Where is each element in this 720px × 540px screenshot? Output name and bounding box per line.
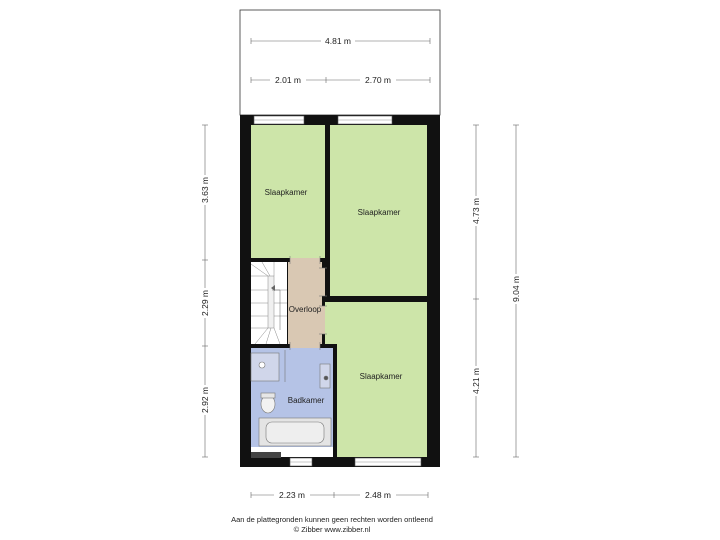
door-marks (289, 256, 327, 350)
dim-top-total: 4.81 m (325, 36, 351, 46)
stair-arrow-icon (271, 285, 275, 291)
wall-b2-b3 (322, 296, 427, 302)
wall-bath-b3 (333, 344, 337, 457)
dim-left-middle: 2.29 m (200, 290, 210, 316)
window-lines (254, 119, 421, 463)
dim-top-right: 2.70 m (365, 75, 391, 85)
bathroom-floor-strip (251, 447, 335, 457)
bathroom-fixtures (250, 350, 332, 447)
shaft (251, 452, 281, 458)
bedroom-1-fill (251, 125, 325, 258)
dim-left-lower: 2.92 m (200, 387, 210, 413)
wall-b1-b2 (325, 125, 330, 262)
footer-copyright: © Zibber www.zibber.nl (293, 525, 371, 534)
dim-right-lower: 4.21 m (471, 368, 481, 394)
room-label-bathroom: Badkamer (288, 396, 325, 405)
doors (290, 258, 325, 348)
dim-bottom-right: 2.48 m (365, 490, 391, 500)
room-label-bedroom-1: Slaapkamer (265, 188, 308, 197)
dim-top-left: 2.01 m (275, 75, 301, 85)
room-label-landing: Overloop (289, 305, 322, 314)
bedroom-3-fill-lower (337, 346, 427, 457)
room-label-bedroom-2: Slaapkamer (358, 208, 401, 217)
dim-right-upper: 4.73 m (471, 198, 481, 224)
wall-landing-right (322, 262, 325, 348)
landing-fill (288, 262, 322, 344)
room-label-bedroom-3: Slaapkamer (360, 372, 403, 381)
dimension-label-backgrounds (199, 35, 522, 501)
footer-disclaimer: Aan de plattegronden kunnen geen rechten… (231, 515, 433, 524)
dim-left-upper: 3.63 m (200, 177, 210, 203)
balcony-outline (239, 9, 441, 116)
bedroom-2-fill (330, 125, 427, 296)
dim-bottom-left: 2.23 m (279, 490, 305, 500)
dim-right-total: 9.04 m (511, 276, 521, 302)
bathroom-fill-edge (325, 348, 335, 447)
